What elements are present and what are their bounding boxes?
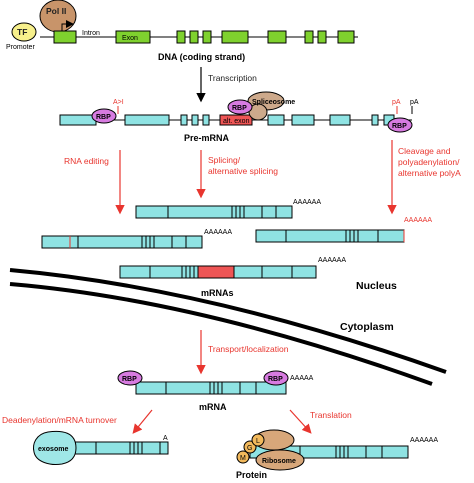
nucleus-label: Nucleus bbox=[356, 280, 397, 292]
dna-caption: DNA (coding strand) bbox=[158, 52, 245, 62]
exon-label: Exon bbox=[122, 35, 138, 42]
exon-1 bbox=[53, 30, 77, 44]
nuclear-envelope-outer bbox=[9, 268, 447, 374]
mrna-isoform-3: AAAAAA bbox=[255, 217, 432, 243]
exosome-blob bbox=[33, 430, 77, 465]
splicing-label-line1: Splicing/ bbox=[208, 155, 241, 165]
mrna-isoform-2: AAAAAA bbox=[41, 229, 232, 249]
exon-8 bbox=[304, 30, 314, 44]
exon-9 bbox=[317, 30, 327, 44]
cyto-mrna: RBP RBP AAAAA mRNA bbox=[117, 370, 314, 412]
translation-label: Translation bbox=[310, 410, 352, 420]
aa-m-label: M bbox=[240, 455, 246, 462]
pre-exon-9 bbox=[329, 114, 351, 126]
exon-10 bbox=[337, 30, 355, 44]
cleavage-label-line2: polyadenylation/ bbox=[398, 157, 460, 167]
pre-exon-8 bbox=[291, 114, 315, 126]
spliceosome-label: Spliceosome bbox=[252, 99, 295, 106]
exosome-label: exosome bbox=[38, 446, 68, 453]
exon-7 bbox=[267, 30, 287, 44]
protein-label: Protein bbox=[236, 470, 267, 480]
dna-gene: TF Promoter Pol II Intron Exon DNA (codi… bbox=[6, 0, 358, 62]
ribosome-large-subunit bbox=[255, 449, 305, 471]
exon-5 bbox=[202, 30, 212, 44]
cyto-mrna-body bbox=[135, 381, 287, 395]
mrna3-body bbox=[255, 229, 405, 243]
exon-3 bbox=[176, 30, 186, 44]
pre-exon-4 bbox=[191, 114, 199, 126]
aa-l-label: L bbox=[256, 438, 260, 445]
cytoplasm-label: Cytoplasm bbox=[340, 321, 394, 333]
rbp-blob-1 bbox=[91, 108, 117, 124]
pre-exon-10 bbox=[371, 114, 379, 126]
decay-mrna-body bbox=[71, 441, 169, 455]
mrna3-polya: AAAAAA bbox=[404, 217, 432, 224]
edit-mark-label: A>I bbox=[113, 99, 124, 106]
exon-4 bbox=[189, 30, 199, 44]
tf-label: TF bbox=[17, 27, 27, 37]
pre-exon-1 bbox=[59, 114, 97, 126]
pol-ii-blob bbox=[39, 0, 77, 33]
mrna4-alt-exon bbox=[197, 265, 235, 279]
rbp-blob-2 bbox=[227, 99, 253, 115]
mrnas-caption: mRNAs bbox=[201, 288, 234, 298]
alt-exon-label: alt. exon bbox=[223, 118, 250, 125]
pol-ii-label: Pol II bbox=[46, 6, 66, 16]
mrna1-polya: AAAAAA bbox=[293, 199, 321, 206]
cyto-rbp-label-1: RBP bbox=[122, 376, 137, 383]
ribosome-label: Ribosome bbox=[262, 458, 296, 465]
mrna-isoform-4: AAAAAA bbox=[119, 257, 346, 279]
pre-exon-2 bbox=[124, 114, 170, 126]
transport-label: Transport/localization bbox=[208, 344, 289, 354]
pa-label-1: pA bbox=[392, 99, 401, 106]
cyto-rbp-blob-1 bbox=[117, 370, 143, 386]
cleavage-label-line1: Cleavage and bbox=[398, 146, 451, 156]
pre-exon-7 bbox=[267, 114, 285, 126]
translation-complex: AAAAAA Ribosome M G L Protein bbox=[236, 429, 438, 480]
rbp-label-3: RBP bbox=[392, 123, 407, 130]
nuclear-envelope-inner bbox=[9, 282, 433, 386]
exon-2 bbox=[115, 30, 151, 44]
intron-label: Intron bbox=[82, 30, 100, 37]
promoter-label: Promoter bbox=[6, 44, 35, 51]
mrna4-polya: AAAAAA bbox=[318, 257, 346, 264]
tf-blob bbox=[11, 22, 37, 42]
aa-g-label: G bbox=[247, 445, 252, 452]
pa-label-2: pA bbox=[410, 99, 419, 106]
mrna2-body bbox=[41, 235, 203, 249]
mrna1-body bbox=[135, 205, 293, 219]
aa-l bbox=[251, 433, 265, 447]
exon-6 bbox=[221, 30, 249, 44]
pre-mrna-caption: Pre-mRNA bbox=[184, 133, 230, 143]
decay-a: A bbox=[163, 435, 168, 442]
pre-exon-5 bbox=[202, 114, 210, 126]
cyto-rbp-blob-2 bbox=[263, 370, 289, 386]
splicing-label-line2: alternative splicing bbox=[208, 166, 278, 176]
trans-polya: AAAAAA bbox=[410, 437, 438, 444]
alt-exon-box bbox=[219, 114, 253, 126]
cyto-mrna-caption: mRNA bbox=[199, 402, 227, 412]
transcription-label: Transcription bbox=[208, 73, 257, 83]
rna-editing-label: RNA editing bbox=[64, 156, 109, 166]
pre-mrna: alt. exon RBP A>I Spliceosome RBP pA pA … bbox=[59, 91, 419, 143]
cleavage-label-line3: alternative polyA bbox=[398, 168, 461, 178]
pre-exon-3 bbox=[180, 114, 188, 126]
deadenylation-label: Deadenylation/mRNA turnover bbox=[2, 415, 117, 425]
aa-m bbox=[236, 450, 250, 464]
rbp-blob-3 bbox=[387, 117, 413, 133]
cyto-rbp-label-2: RBP bbox=[268, 376, 283, 383]
cyto-polya: AAAAA bbox=[290, 375, 314, 382]
rbp-label-1: RBP bbox=[96, 114, 111, 121]
mrna-isoform-1: AAAAAA bbox=[135, 199, 321, 219]
deadenylation-arrow bbox=[132, 409, 153, 434]
rbp-label-2: RBP bbox=[232, 105, 247, 112]
mrna2-polya: AAAAAA bbox=[204, 229, 232, 236]
translation-arrow bbox=[289, 409, 312, 434]
decay-complex: A exosome bbox=[33, 430, 169, 465]
